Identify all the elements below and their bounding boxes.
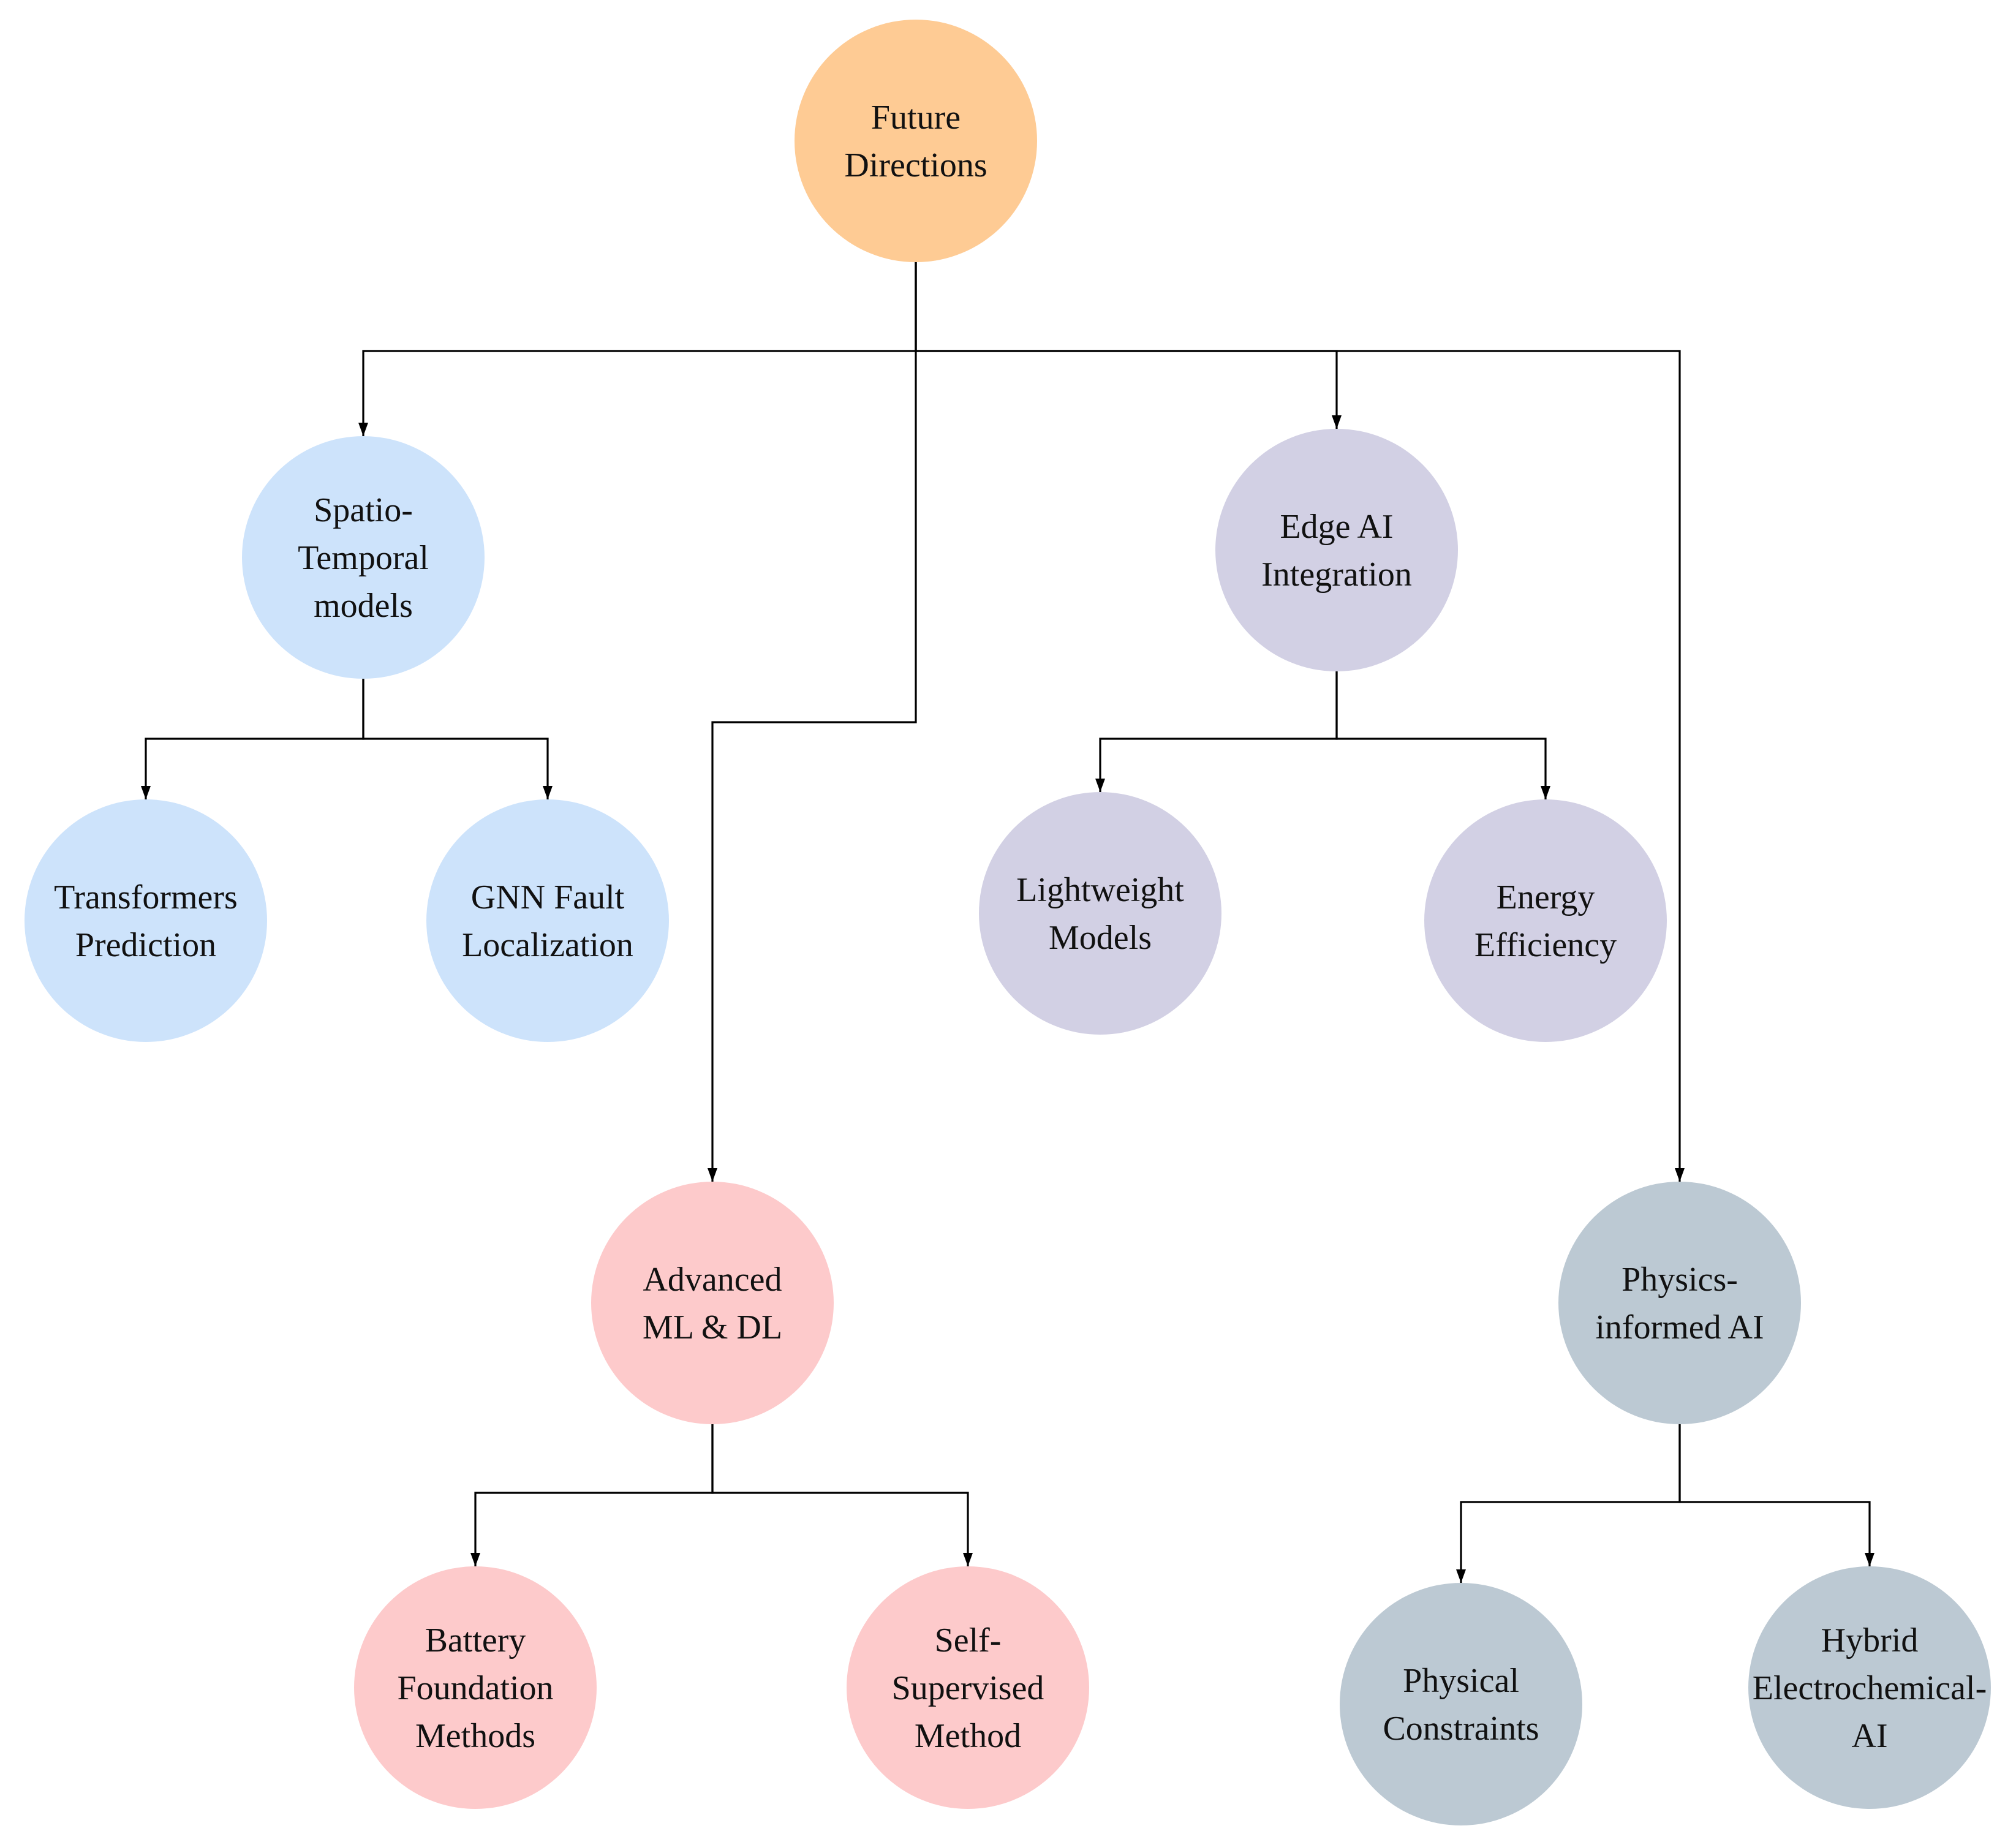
connector-spatio-to-transformers [145, 679, 364, 799]
node-label-edge: Edge AI Integration [1261, 508, 1412, 594]
arrowhead-constraints [1456, 1569, 1466, 1583]
node-spatio: Spatio- Temporal models [242, 436, 485, 679]
arrowhead-lightweight [1095, 779, 1105, 792]
arrowhead-physics [1675, 1168, 1685, 1182]
node-label-line: Edge AI [1280, 508, 1393, 546]
node-label-line: GNN Fault [471, 878, 625, 916]
node-label-line: Battery [425, 1621, 526, 1659]
node-label-line: informed AI [1595, 1308, 1764, 1346]
node-label-line: Directions [844, 146, 987, 184]
node-label-line: Self- [935, 1621, 1002, 1659]
node-circle-physics [1558, 1182, 1801, 1424]
node-label-line: Prediction [75, 926, 216, 964]
node-label-line: Constraints [1383, 1710, 1539, 1748]
node-label-line: AI [1851, 1717, 1887, 1755]
arrowhead-hybrid [1865, 1553, 1874, 1566]
connector-root-to-advanced [711, 262, 917, 1182]
node-circle-energy [1424, 799, 1667, 1042]
connector-root-to-spatio [362, 262, 917, 436]
node-circle-edge [1215, 429, 1458, 671]
node-label-line: Electrochemical- [1753, 1669, 1987, 1707]
node-circle-gnn [426, 799, 669, 1042]
connector-advanced-to-selfsup [711, 1424, 969, 1566]
node-circle-root [795, 20, 1037, 262]
connector-advanced-to-battery [474, 1424, 714, 1566]
connector-physics-to-constraints [1460, 1424, 1681, 1583]
node-label-spatio: Spatio- Temporal models [298, 491, 429, 625]
node-label-line: Spatio- [314, 491, 413, 529]
node-circle-hybrid [1748, 1566, 1991, 1809]
connector-spatio-to-gnn [362, 679, 549, 799]
arrowhead-gnn [543, 786, 553, 799]
node-label-line: Temporal [298, 539, 429, 577]
node-label-line: Efficiency [1474, 926, 1617, 964]
connectors [141, 262, 1874, 1583]
arrowhead-energy [1541, 786, 1550, 799]
connector-root-to-edge [915, 262, 1338, 429]
arrowhead-battery [470, 1553, 480, 1566]
arrowhead-transformers [141, 786, 151, 799]
node-label-line: Method [915, 1717, 1021, 1755]
node-label-line: Integration [1261, 556, 1412, 594]
arrowhead-selfsup [963, 1553, 973, 1566]
node-circle-lightweight [979, 792, 1221, 1035]
node-advanced: Advanced ML & DL [591, 1182, 834, 1424]
node-circle-battery [354, 1566, 597, 1809]
node-label-line: Future [871, 99, 961, 137]
node-label-line: Transformers [54, 878, 238, 916]
arrowhead-spatio [358, 423, 368, 436]
connector-edge-to-lightweight [1099, 671, 1338, 792]
node-label-line: Localization [462, 926, 633, 964]
connector-root-to-physics [915, 262, 1681, 1182]
node-label-line: ML & DL [643, 1308, 782, 1346]
connector-physics-to-hybrid [1678, 1424, 1871, 1566]
node-label-line: Hybrid [1821, 1621, 1919, 1659]
node-label-advanced: Advanced ML & DL [643, 1261, 782, 1346]
node-label-line: Lightweight [1016, 871, 1184, 909]
connector-edge-to-energy [1335, 671, 1547, 799]
node-edge: Edge AI Integration [1215, 429, 1458, 671]
node-label-line: Foundation [397, 1669, 553, 1707]
node-label-line: Physics- [1621, 1261, 1738, 1299]
node-label-line: Advanced [643, 1261, 782, 1299]
node-physics: Physics-informed AI [1558, 1182, 1801, 1424]
arrowhead-advanced [708, 1168, 717, 1182]
node-circle-constraints [1340, 1583, 1582, 1825]
arrowhead-edge [1332, 415, 1342, 429]
node-circle-selfsup [847, 1566, 1089, 1809]
node-label-line: Methods [415, 1717, 535, 1755]
node-label-line: Models [1049, 919, 1152, 957]
node-label-line: Energy [1497, 878, 1595, 916]
node-label-line: Physical [1403, 1662, 1519, 1700]
node-label-physics: Physics-informed AI [1595, 1261, 1764, 1346]
node-label-line: Supervised [892, 1669, 1044, 1707]
node-label-line: models [314, 587, 413, 625]
node-circle-transformers [25, 799, 267, 1042]
node-circle-advanced [591, 1182, 834, 1424]
node-circle-spatio [242, 436, 485, 679]
